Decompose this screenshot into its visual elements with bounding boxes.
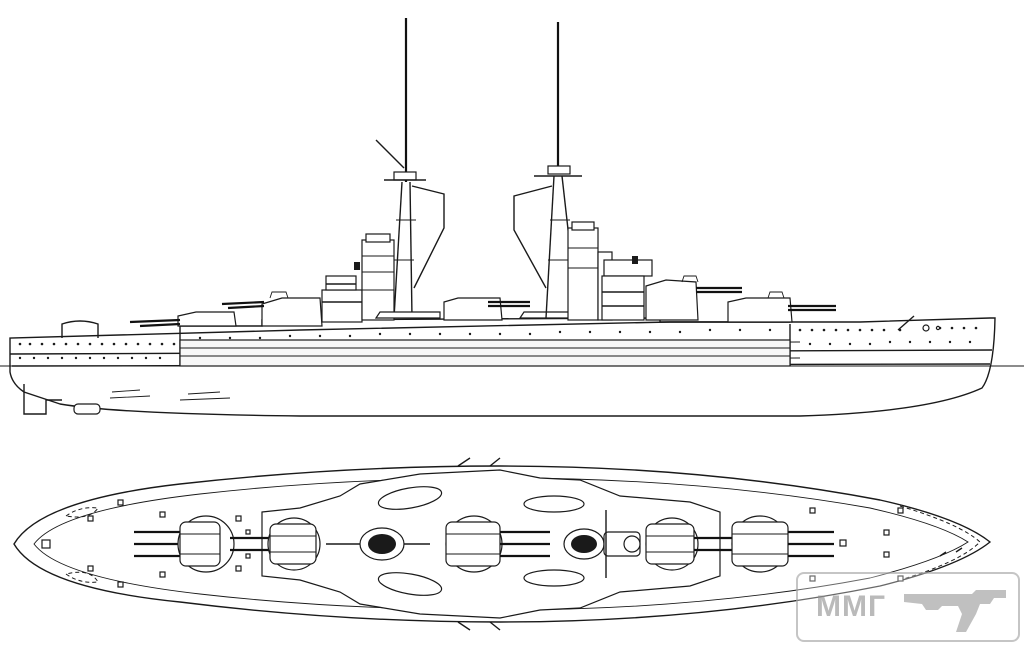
rudder <box>23 384 62 415</box>
hull-outline <box>9 317 996 417</box>
watermark-logo: ММГ <box>796 572 1020 642</box>
boat <box>377 572 443 596</box>
plan-turret-aft-2 <box>230 517 321 571</box>
plan-turret-mid <box>445 515 550 573</box>
boat <box>377 486 443 510</box>
plan-aft-top <box>326 527 430 561</box>
midships-turret <box>443 297 587 321</box>
deck-fittings <box>41 499 904 588</box>
portholes-lower <box>18 328 972 360</box>
portholes-upper <box>18 326 978 346</box>
plan-turret-aft-1 <box>134 515 235 573</box>
boat <box>523 495 585 513</box>
rifle-icon <box>904 590 1006 632</box>
plan-turret-fore-2 <box>731 515 834 573</box>
boat <box>523 569 585 587</box>
forward-turrets <box>645 275 836 323</box>
plan-davits <box>457 457 963 631</box>
aft-turrets <box>129 291 323 328</box>
plan-view <box>13 457 992 631</box>
stern-house <box>61 320 99 338</box>
fore-superstructure <box>567 221 653 321</box>
aft-superstructure <box>321 233 395 323</box>
plan-turret-fore-1 <box>645 517 734 571</box>
plan-hull-outline <box>13 465 992 623</box>
plan-fore-top <box>563 510 641 578</box>
watermark-text: ММГ <box>816 590 886 623</box>
aft-mast <box>374 18 445 319</box>
armour-belt <box>179 339 791 367</box>
bilge-keel <box>109 395 231 401</box>
side-elevation <box>0 18 1024 417</box>
jack-staff <box>897 315 915 331</box>
